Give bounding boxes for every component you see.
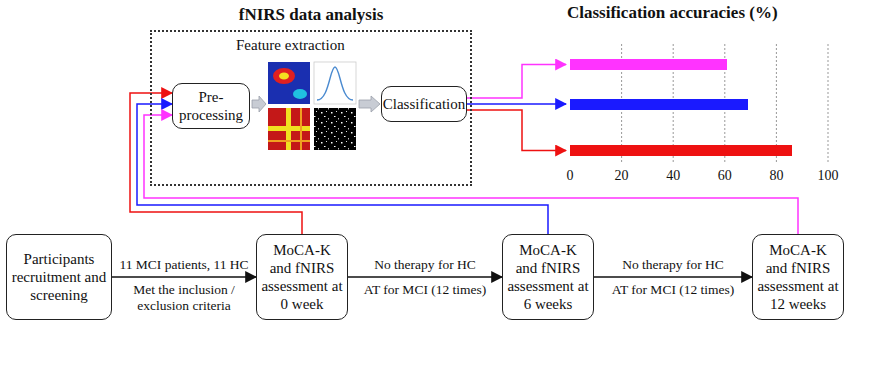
box-text: Pre-processing <box>177 88 245 124</box>
matrix-image <box>268 108 310 150</box>
process-box: Participants recruitment and screening <box>6 234 112 320</box>
heatmap-blob <box>279 73 289 80</box>
edge-label: 11 MCI patients, 11 HC <box>114 257 254 273</box>
matrix-band <box>286 108 291 150</box>
axis-tick-label: 100 <box>818 168 839 185</box>
accuracy-bar <box>570 145 792 156</box>
result-arrow <box>467 110 566 151</box>
axis-tick-label: 0 <box>567 168 574 185</box>
heatmap-image <box>268 62 310 104</box>
matrix-band <box>268 140 310 142</box>
box-text: MoCA-K and fNIRS assessment at 12 weeks <box>757 241 839 313</box>
curve-image <box>314 62 356 104</box>
flow-block-arrow <box>359 96 380 112</box>
process-box: Pre-processing <box>172 83 250 129</box>
accuracy-bar <box>570 99 748 110</box>
axis-tick-label: 40 <box>666 168 680 185</box>
heatmap-blob <box>273 68 295 84</box>
edge-label: No therapy for HC <box>350 257 500 273</box>
axis-tick-label: 80 <box>769 168 783 185</box>
assessment-box: MoCA-K and fNIRS assessment at 12 weeks <box>752 234 844 320</box>
result-arrow <box>467 103 566 105</box>
assessment-box: MoCA-K and fNIRS assessment at 0 week <box>256 234 348 320</box>
gaussian-curve <box>317 67 353 100</box>
edge-note: AT for MCI (12 times) <box>350 282 500 298</box>
accuracy-chart <box>467 44 828 164</box>
axis-tick-label: 60 <box>718 168 732 185</box>
group-heading: fNIRS data analysis <box>152 5 470 25</box>
matrix-band <box>300 108 302 150</box>
accuracy-bar <box>570 59 727 70</box>
result-arrow <box>467 65 566 99</box>
heatmap-blob <box>293 89 307 99</box>
connector-arrow <box>594 276 752 278</box>
chart-title: Classification accuracies (%) <box>567 3 778 23</box>
binary-image <box>314 108 356 150</box>
assessment-box: MoCA-K and fNIRS assessment at 6 weeks <box>502 234 594 320</box>
feature-images <box>268 62 356 150</box>
edge-note: AT for MCI (12 times) <box>596 282 750 298</box>
flow-block-arrow <box>252 96 266 112</box>
process-box: Classification <box>381 86 467 122</box>
box-text: Classification <box>383 95 466 113</box>
edge-note: Met the inclusion / exclusion criteria <box>114 282 254 314</box>
edge-label: No therapy for HC <box>596 257 750 273</box>
grid-line <box>828 44 829 164</box>
connector-arrow <box>348 276 502 278</box>
analysis-group: fNIRS data analysisFeature extractionPre… <box>150 30 472 186</box>
box-text: MoCA-K and fNIRS assessment at 0 week <box>261 241 343 313</box>
box-text: MoCA-K and fNIRS assessment at 6 weeks <box>507 241 589 313</box>
box-text: Participants recruitment and screening <box>11 250 107 304</box>
axis-tick-label: 20 <box>615 168 629 185</box>
connector-arrow <box>112 276 256 278</box>
group-label: Feature extraction <box>236 36 345 54</box>
